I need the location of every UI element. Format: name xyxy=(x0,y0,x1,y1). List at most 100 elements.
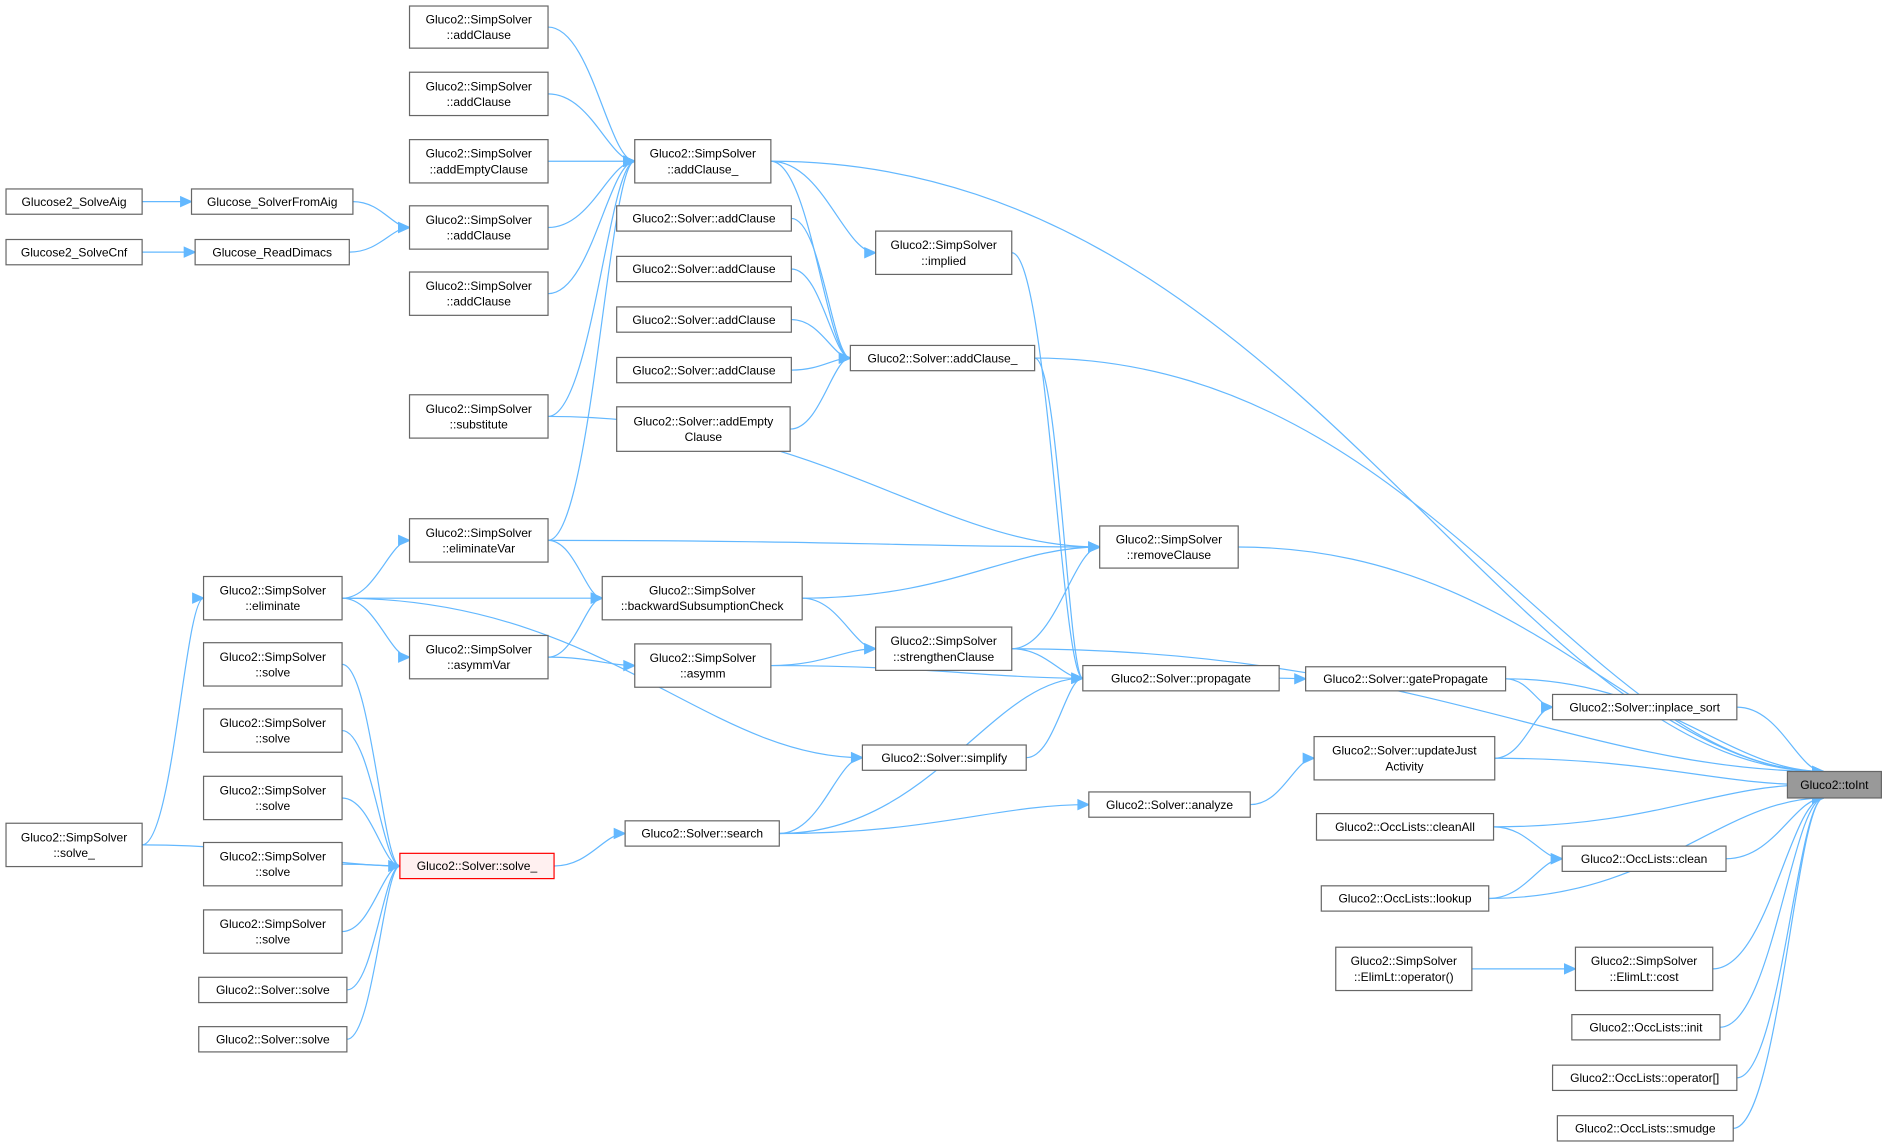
node-occ-smudge[interactable]: Gluco2::OccLists::smudge xyxy=(1556,1115,1734,1142)
edge-ss_asymmVar-to-ss_backward xyxy=(547,592,604,658)
node-box xyxy=(875,230,1013,276)
node-label: Gluco2::Solver::addClause xyxy=(632,262,775,276)
edge-line xyxy=(341,729,401,867)
node-label: Gluco2::OccLists::cleanAll xyxy=(1335,820,1475,834)
node-solverFromAig[interactable]: Glucose_SolverFromAig xyxy=(190,188,354,215)
node-readDimacs[interactable]: Glucose_ReadDimacs xyxy=(194,238,350,266)
node-occ-operator[interactable]: Gluco2::OccLists::operator[] xyxy=(1551,1064,1738,1092)
arrowhead-icon xyxy=(183,246,197,258)
node-label: Glucose2_SolveCnf xyxy=(21,245,128,259)
arrowhead-icon xyxy=(1541,701,1555,713)
arrowhead-icon xyxy=(398,534,412,547)
node-s-solve-2[interactable]: Gluco2::Solver::solve xyxy=(198,1026,348,1053)
node-label: Gluco2::Solver::analyze xyxy=(1106,798,1233,812)
edge-s_propagate-to-s_gatePropagate xyxy=(1279,673,1308,685)
node-ss-addClause-1[interactable]: Gluco2::SimpSolver::addClause xyxy=(408,5,549,49)
node-label: Gluco2::SimpSolver xyxy=(426,643,532,657)
node-occ-init[interactable]: Gluco2::OccLists::init xyxy=(1571,1014,1721,1041)
node-s-solve-[interactable]: Gluco2::Solver::solve_ xyxy=(399,852,555,880)
node-s-inplace-sort[interactable]: Gluco2::Solver::inplace_sort xyxy=(1551,693,1738,721)
node-ss-substitute[interactable]: Gluco2::SimpSolver::substitute xyxy=(408,394,549,439)
edge-line xyxy=(1011,648,1824,773)
node-ss-removeClause[interactable]: Gluco2::SimpSolver::removeClause xyxy=(1099,525,1239,569)
node-ss-asymm[interactable]: Gluco2::SimpSolver::asymm xyxy=(634,643,772,688)
node-elim-cost[interactable]: Gluco2::SimpSolver::ElimLt::cost xyxy=(1574,946,1714,992)
node-s-addClause-4[interactable]: Gluco2::Solver::addClause xyxy=(616,356,792,384)
node-toInt[interactable]: Gluco2::toInt xyxy=(1786,770,1882,799)
node-label: ::solve xyxy=(255,865,290,879)
node-ss-implied[interactable]: Gluco2::SimpSolver::implied xyxy=(875,230,1013,276)
node-label: Gluco2::SimpSolver xyxy=(1116,532,1222,546)
edge-occ_smudge-to-toInt xyxy=(1733,792,1826,1129)
edge-line xyxy=(547,160,635,418)
node-ss-solve-[interactable]: Gluco2::SimpSolver::solve_ xyxy=(5,822,143,868)
node-solveAig[interactable]: Glucose2_SolveAig xyxy=(5,188,143,215)
edge-ss_eliminateVar-to-ss_addClause_ xyxy=(547,155,637,542)
edge-elim_op-to-elim_cost xyxy=(1471,963,1577,975)
node-s-addEmptyClause[interactable]: Gluco2::Solver::addEmptyClause xyxy=(616,406,791,452)
node-ss-strengthen[interactable]: Gluco2::SimpSolver::strengthenClause xyxy=(875,626,1013,671)
node-s-propagate[interactable]: Gluco2::Solver::propagate xyxy=(1082,664,1280,692)
node-occ-lookup[interactable]: Gluco2::OccLists::lookup xyxy=(1320,885,1490,912)
node-box xyxy=(601,575,803,621)
node-ss-solve-3[interactable]: Gluco2::SimpSolver::solve xyxy=(202,775,343,821)
edge-readDimacs-to-ss_addClause_4 xyxy=(349,221,412,253)
node-s-addClause-2[interactable]: Gluco2::Solver::addClause xyxy=(616,255,792,283)
arrowhead-icon xyxy=(398,221,412,234)
node-box xyxy=(616,255,792,283)
node-ss-eliminateVar[interactable]: Gluco2::SimpSolver::eliminateVar xyxy=(408,518,549,563)
node-ss-addClause-4[interactable]: Gluco2::SimpSolver::addClause xyxy=(408,205,549,250)
node-label: Gluco2::SimpSolver xyxy=(21,830,127,844)
node-s-gatePropagate[interactable]: Gluco2::Solver::gatePropagate xyxy=(1305,666,1507,692)
node-elim-op[interactable]: Gluco2::SimpSolver::ElimLt::operator() xyxy=(1335,946,1473,992)
node-label: Glucose_SolverFromAig xyxy=(207,195,337,209)
node-ss-addEmptyClause[interactable]: Gluco2::SimpSolver::addEmptyClause xyxy=(408,139,549,184)
node-ss-addClause-2[interactable]: Gluco2::SimpSolver::addClause xyxy=(408,71,549,117)
node-occ-clean[interactable]: Gluco2::OccLists::clean xyxy=(1561,845,1727,872)
node-ss-addClause-[interactable]: Gluco2::SimpSolver::addClause_ xyxy=(634,139,772,184)
edge-ss_strengthen-to-ss_removeClause xyxy=(1011,541,1102,650)
node-label: Gluco2::Solver::gatePropagate xyxy=(1323,672,1488,686)
edge-ss_solve_5-to-s_solve_ xyxy=(342,860,402,933)
node-s-analyze[interactable]: Gluco2::Solver::analyze xyxy=(1088,791,1251,818)
arrowhead-icon xyxy=(180,195,193,208)
node-label: Gluco2::SimpSolver xyxy=(650,651,756,665)
edge-s_simplify-to-s_propagate xyxy=(1026,672,1085,759)
edge-occ_operator-to-toInt xyxy=(1736,792,1826,1079)
node-label: Gluco2::OccLists::operator[] xyxy=(1570,1071,1719,1085)
node-s-simplify[interactable]: Gluco2::Solver::simplify xyxy=(861,744,1027,771)
node-s-search[interactable]: Gluco2::Solver::search xyxy=(624,820,780,847)
node-ss-eliminate[interactable]: Gluco2::SimpSolver::eliminate xyxy=(202,575,343,621)
node-s-solve-1[interactable]: Gluco2::Solver::solve xyxy=(198,976,348,1004)
node-label: Gluco2::SimpSolver xyxy=(426,402,532,416)
node-solveCnf[interactable]: Glucose2_SolveCnf xyxy=(5,238,143,266)
edge-occ_lookup-to-occ_clean xyxy=(1488,853,1564,900)
node-label: Gluco2::SimpSolver xyxy=(426,279,532,293)
node-box xyxy=(408,394,549,439)
node-s-addClause-1[interactable]: Gluco2::Solver::addClause xyxy=(616,205,792,232)
node-ss-solve-1[interactable]: Gluco2::SimpSolver::solve xyxy=(202,642,343,687)
node-label: Gluco2::Solver::addClause xyxy=(632,363,775,377)
node-occ-cleanAll[interactable]: Gluco2::OccLists::cleanAll xyxy=(1315,813,1495,841)
node-box xyxy=(634,139,772,184)
node-ss-solve-4[interactable]: Gluco2::SimpSolver::solve xyxy=(202,841,343,887)
node-ss-solve-5[interactable]: Gluco2::SimpSolver::solve xyxy=(202,909,343,954)
node-label: ::addClause xyxy=(447,229,512,243)
node-ss-backward[interactable]: Gluco2::SimpSolver::backwardSubsumptionC… xyxy=(601,575,803,621)
edge-line xyxy=(1719,797,1824,1028)
node-ss-asymmVar[interactable]: Gluco2::SimpSolver::asymmVar xyxy=(408,634,549,680)
edge-solveCnf-to-readDimacs xyxy=(142,246,197,258)
arrowhead-icon xyxy=(1550,853,1564,865)
edge-s_solve_2-to-s_solve_ xyxy=(346,860,402,1040)
node-label: Gluco2::SimpSolver xyxy=(1591,954,1697,968)
node-s-addClause-3[interactable]: Gluco2::Solver::addClause xyxy=(616,306,792,333)
node-s-addClause-[interactable]: Gluco2::Solver::addClause_ xyxy=(849,344,1036,372)
node-label: ::asymmVar xyxy=(447,658,510,672)
edge-line xyxy=(770,160,851,359)
node-box xyxy=(5,822,143,868)
node-label: ::solve xyxy=(255,732,290,746)
node-ss-addClause-5[interactable]: Gluco2::SimpSolver::addClause xyxy=(408,271,549,316)
node-ss-solve-2[interactable]: Gluco2::SimpSolver::solve xyxy=(202,708,343,753)
edge-line xyxy=(547,160,636,542)
